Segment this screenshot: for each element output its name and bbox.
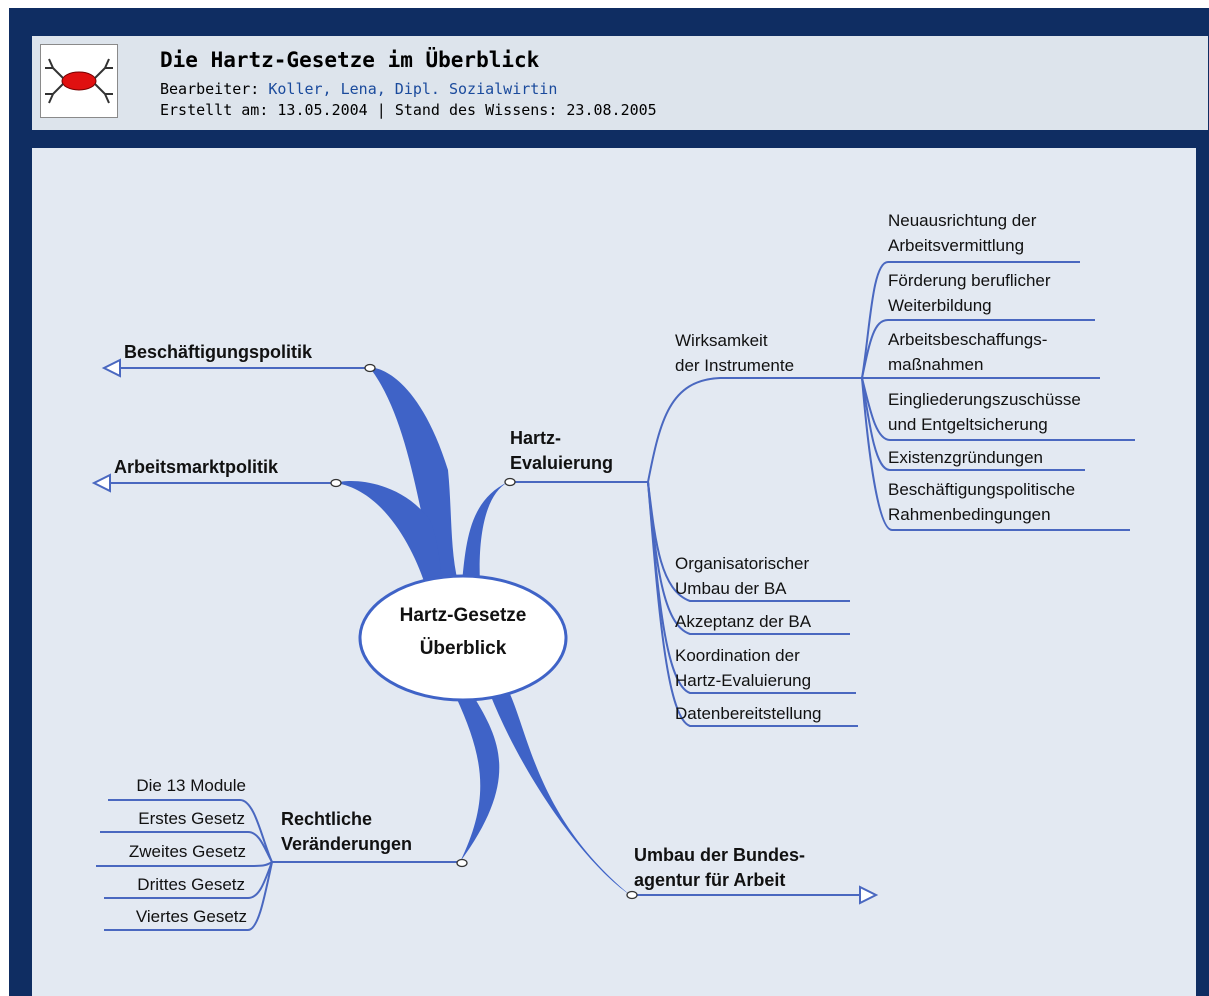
- arrow-umbau: [859, 885, 879, 905]
- node-handle-arbeitsmarkt: [330, 478, 342, 488]
- rechtliche-line2: Veränderungen: [281, 834, 413, 854]
- branch-arbeitsmarkt: [336, 481, 443, 584]
- evaluierung-sub-item[interactable]: Akzeptanz der BA: [675, 609, 811, 634]
- knowledge-date: 23.08.2005: [566, 101, 657, 119]
- rechtliche-item[interactable]: Viertes Gesetz: [135, 907, 247, 926]
- mindmap-connectors: [91, 261, 1135, 931]
- mindmap-canvas: [32, 148, 1196, 996]
- center-line1: Hartz-Gesetze: [399, 605, 527, 626]
- center-line2: Überblick: [419, 638, 507, 659]
- evaluierung-line1: Hartz-: [510, 428, 562, 448]
- branch-arbeitsmarkt-label[interactable]: Arbeitsmarktpolitik: [114, 457, 279, 477]
- item-line2: Arbeitsvermittlung: [888, 236, 1025, 255]
- node-handle-rechtliche: [456, 858, 468, 868]
- top-strip: [0, 0, 1209, 8]
- item-line1: Existenzgründungen: [888, 448, 1044, 467]
- rechtliche-item[interactable]: Drittes Gesetz: [137, 875, 245, 894]
- wirksamkeit-item[interactable]: Existenzgründungen: [888, 445, 1043, 470]
- node-handle-beschaeftigung: [364, 363, 376, 373]
- node-handle-evaluierung: [504, 477, 516, 487]
- rechtliche-item[interactable]: Die 13 Module: [136, 776, 246, 795]
- node-handle-umbau: [626, 890, 638, 900]
- rechtliche-item[interactable]: Zweites Gesetz: [128, 842, 246, 861]
- item-line2: Hartz-Evaluierung: [675, 671, 812, 690]
- item-line2: Rahmenbedingungen: [888, 505, 1051, 524]
- date-line: Erstellt am: 13.05.2004 | Stand des Wiss…: [160, 101, 657, 119]
- evaluierung-line2: Evaluierung: [510, 453, 614, 473]
- item-line2: und Entgeltsicherung: [888, 415, 1048, 434]
- rechtliche-item[interactable]: Erstes Gesetz: [138, 809, 245, 828]
- connector-w1: [861, 261, 1080, 379]
- arrow-beschaeftigung: [101, 358, 121, 378]
- item-line2: Weiterbildung: [888, 296, 992, 315]
- item-line1: Beschäftigungspolitische: [888, 480, 1076, 499]
- editor-name[interactable]: Koller, Lena, Dipl. Sozialwirtin: [268, 80, 558, 98]
- wirksamkeit-item[interactable]: Eingliederungszuschüsse und Entgeltsicher…: [888, 387, 1081, 437]
- connector-sub4: [647, 481, 858, 727]
- item-line2: Umbau der BA: [675, 579, 787, 598]
- mindmap-logo-icon: [40, 44, 118, 118]
- center-node: [358, 574, 568, 702]
- wirksamkeit-line2: der Instrumente: [675, 356, 795, 375]
- umbau-line1: Umbau der Bundes-: [634, 845, 806, 865]
- connector-w6: [861, 377, 1130, 531]
- rechtliche-line1: Rechtliche: [281, 809, 373, 829]
- item-line1: Akzeptanz der BA: [675, 612, 812, 631]
- connector-r5: [104, 861, 273, 931]
- umbau-line2: agentur für Arbeit: [634, 870, 786, 890]
- created-date: 13.05.2004: [277, 101, 368, 119]
- connector-w5: [861, 377, 1085, 471]
- editor-line: Bearbeiter: Koller, Lena, Dipl. Sozialwi…: [160, 80, 557, 98]
- branch-evaluierung: [462, 482, 508, 583]
- arrow-arbeitsmarkt: [91, 473, 111, 493]
- wirksamkeit-label[interactable]: Wirksamkeit der Instrumente: [675, 328, 794, 378]
- branch-rechtliche: [456, 697, 500, 862]
- created-label: Erstellt am:: [160, 101, 269, 119]
- branch-umbau: [490, 694, 630, 895]
- item-line1: Förderung beruflicher: [888, 271, 1051, 290]
- connector-wirksamkeit: [647, 377, 862, 483]
- separator: |: [376, 101, 386, 119]
- page-title: Die Hartz-Gesetze im Überblick: [160, 48, 540, 72]
- branch-umbau-label[interactable]: Umbau der Bundes-agentur für Arbeit: [634, 843, 805, 893]
- item-line1: Eingliederungszuschüsse: [888, 390, 1081, 409]
- item-line1: Datenbereitstellung: [675, 704, 822, 723]
- wirksamkeit-line1: Wirksamkeit: [675, 331, 768, 350]
- item-line1: Koordination der: [675, 646, 800, 665]
- item-line2: maßnahmen: [888, 355, 984, 374]
- branch-beschaeftigung: [370, 367, 458, 582]
- item-line1: Organisatorischer: [675, 554, 810, 573]
- branch-beschaeftigung-label[interactable]: Beschäftigungspolitik: [124, 342, 313, 362]
- editor-label: Bearbeiter:: [160, 80, 260, 98]
- connector-r2: [100, 831, 273, 863]
- document-header: [32, 36, 1208, 130]
- item-line1: Arbeitsbeschaffungs-: [888, 330, 1048, 349]
- wirksamkeit-item[interactable]: Arbeitsbeschaffungs-maßnahmen: [888, 327, 1047, 377]
- branch-evaluierung-label[interactable]: Hartz- Evaluierung: [510, 426, 613, 476]
- item-line1: Neuausrichtung der: [888, 211, 1037, 230]
- evaluierung-sub-item[interactable]: Datenbereitstellung: [675, 701, 821, 726]
- connector-r3: [96, 861, 273, 867]
- connector-w2: [861, 319, 1095, 379]
- knowledge-label: Stand des Wissens:: [394, 101, 558, 119]
